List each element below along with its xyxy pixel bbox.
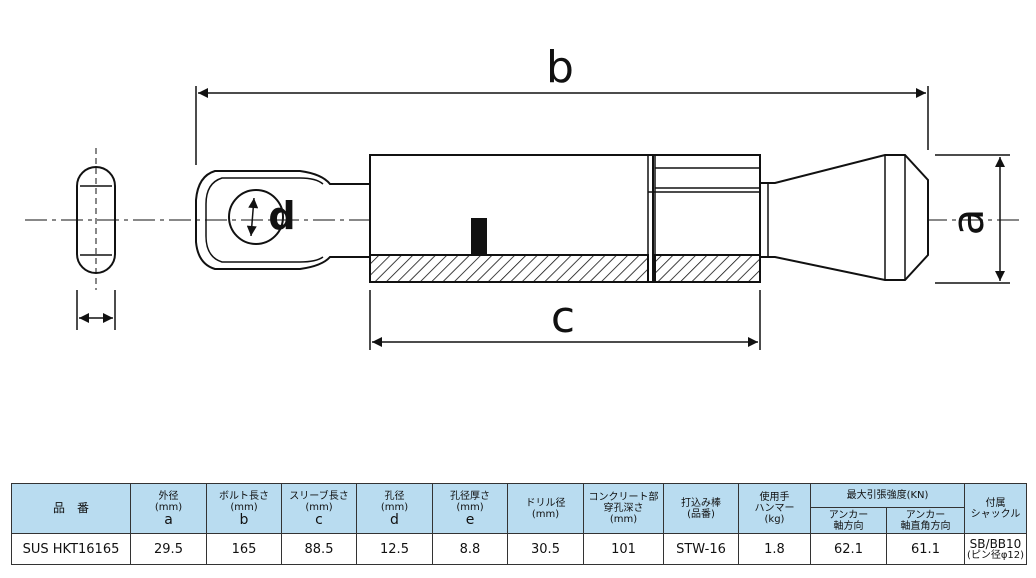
- header-hole-thickness: 孔径厚さ (mm) e: [432, 483, 508, 534]
- cell-drill: 30.5: [507, 533, 584, 565]
- header-hammer: 使用手 ハンマー (kg): [738, 483, 811, 534]
- dimension-a-label: a: [943, 209, 994, 236]
- table-row: SUS HKT16165 29.5 165 88.5 12.5 8.8 30.5…: [11, 533, 1027, 565]
- cell-b: 165: [206, 533, 282, 565]
- header-shackle: 付属 シャックル: [964, 483, 1027, 534]
- dimension-c-label: c: [551, 292, 575, 343]
- cell-d: 12.5: [356, 533, 433, 565]
- header-hole-dia: 孔径 (mm) d: [356, 483, 433, 534]
- header-drive-rod: 打込み棒 (品番): [663, 483, 739, 534]
- spec-table: 品 番 外径 (mm) a ボルト長さ (mm) b スリーブ長さ (mm) c…: [11, 483, 1027, 565]
- header-part-no: 品 番: [11, 483, 131, 534]
- cell-perp: 61.1: [886, 533, 965, 565]
- header-bolt-length: ボルト長さ (mm) b: [206, 483, 282, 534]
- dimension-c: [369, 290, 761, 350]
- cell-a: 29.5: [130, 533, 207, 565]
- header-concrete-depth: コンクリート部 穿孔深さ (mm): [583, 483, 664, 534]
- eye-bolt: [195, 170, 370, 270]
- cell-rod: STW-16: [663, 533, 739, 565]
- ring-thickness-dimension: [76, 290, 116, 330]
- dimension-d-label: d: [268, 194, 295, 238]
- header-drill-dia: ドリル径 (mm): [507, 483, 584, 534]
- dimension-b: [195, 86, 929, 165]
- anchor-technical-drawing: b c a d: [25, 42, 1020, 350]
- header-sleeve-length: スリーブ長さ (mm) c: [281, 483, 357, 534]
- header-strength-axial: アンカー 軸方向: [810, 507, 887, 534]
- dimension-b-label: b: [546, 42, 574, 93]
- cell-c: 88.5: [281, 533, 357, 565]
- cell-e: 8.8: [432, 533, 508, 565]
- header-strength-perpendicular: アンカー 軸直角方向: [886, 507, 965, 534]
- header-max-strength: 最大引張強度(KN): [810, 483, 965, 508]
- dimension-d: [246, 197, 259, 237]
- sleeve: [369, 154, 761, 283]
- cell-hammer: 1.8: [738, 533, 811, 565]
- cell-shackle: SB/BB10 (ピン径φ12): [964, 533, 1027, 565]
- ring-side-view: [76, 148, 116, 290]
- cell-axial: 62.1: [810, 533, 887, 565]
- cell-part-no: SUS HKT16165: [11, 533, 131, 565]
- wedge-cone: [759, 154, 929, 281]
- dimension-a: [935, 154, 1010, 284]
- header-outer-dia: 外径 (mm) a: [130, 483, 207, 534]
- cell-depth: 101: [583, 533, 664, 565]
